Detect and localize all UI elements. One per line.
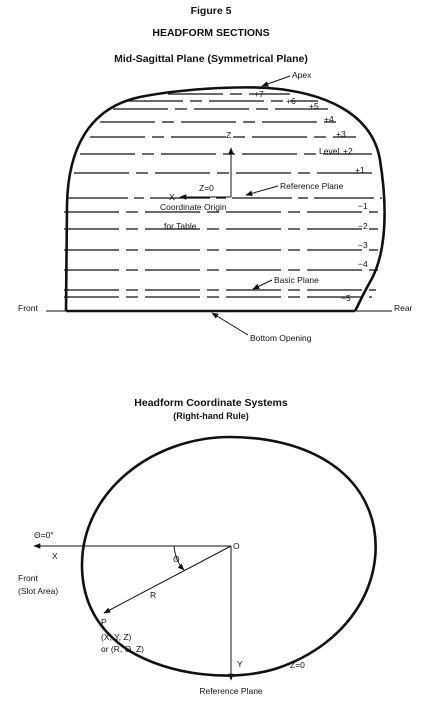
- r-label: R: [150, 590, 156, 600]
- sagittal-x-label: X: [169, 192, 175, 202]
- coordinate-subtitle: (Right-hand Rule): [173, 411, 249, 421]
- coordinate-origin-label: Coordinate Origin: [160, 202, 227, 212]
- level-label-plus7: +7: [254, 89, 264, 99]
- level-label-plus6: +6: [286, 96, 296, 106]
- rear-label: Rear: [394, 303, 413, 313]
- bottom-opening-pointer: [211, 312, 249, 336]
- theta-label: Θ: [173, 554, 180, 564]
- level-prefix-label: Level: [319, 146, 339, 156]
- coord-y-label: Y: [237, 659, 243, 669]
- figure-label: Figure 5: [191, 5, 232, 17]
- sagittal-section: Mid-Sagittal Plane (Symmetrical Plane): [18, 53, 413, 343]
- front-slot-label: Front: [18, 573, 38, 583]
- slot-area-label: (Slot Area): [18, 586, 58, 596]
- coord-reference-plane-label: Reference Plane: [199, 686, 263, 696]
- level-label-minus2: −2: [358, 221, 368, 231]
- coord-z-zero-label: Z=0: [290, 660, 305, 670]
- sagittal-title: Mid-Sagittal Plane (Symmetrical Plane): [114, 53, 308, 65]
- level-label-minus4: −4: [358, 259, 368, 269]
- level-label-plus5: +5: [309, 101, 319, 111]
- front-label: Front: [18, 303, 38, 313]
- level-lines: [64, 93, 382, 298]
- point-p-label: P: [101, 617, 107, 627]
- coordinate-title: Headform Coordinate Systems: [134, 397, 288, 409]
- apex-pointer: [261, 75, 291, 87]
- theta-arc: [173, 545, 185, 571]
- level-label-plus2: +2: [343, 146, 353, 156]
- figure-title: HEADFORM SECTIONS: [152, 27, 269, 39]
- coordinate-section: Headform Coordinate Systems (Right-hand …: [18, 397, 377, 696]
- rtz-label: or (R, Θ, Z): [101, 644, 144, 654]
- r-vector: [103, 545, 232, 614]
- origin-label: O: [233, 541, 240, 551]
- xyz-label: (X, Y, Z): [101, 632, 132, 642]
- for-table-label: for Table: [164, 221, 197, 231]
- level-label-plus3: +3: [336, 129, 346, 139]
- top-view-head-outline: [80, 435, 377, 677]
- theta-zero-label: Θ=0°: [34, 530, 54, 540]
- level-label-minus3: −3: [358, 240, 368, 250]
- apex-label: Apex: [292, 70, 312, 80]
- coord-x-label: X: [52, 551, 58, 561]
- sagittal-z-zero-label: Z=0: [199, 183, 214, 193]
- bottom-opening-label: Bottom Opening: [250, 333, 312, 343]
- basic-plane-label: Basic Plane: [274, 275, 319, 285]
- reference-plane-pointer: [245, 185, 279, 196]
- level-label-minus5: −5: [341, 293, 351, 303]
- basic-plane-pointer: [252, 279, 273, 290]
- sagittal-head-outline: [64, 86, 386, 312]
- level-label-minus1: −1: [358, 201, 368, 211]
- sagittal-z-label: Z: [226, 130, 231, 140]
- reference-plane-label: Reference Plane: [280, 181, 344, 191]
- level-label-plus4: +4: [324, 114, 334, 124]
- level-label-plus1: +1: [355, 165, 365, 175]
